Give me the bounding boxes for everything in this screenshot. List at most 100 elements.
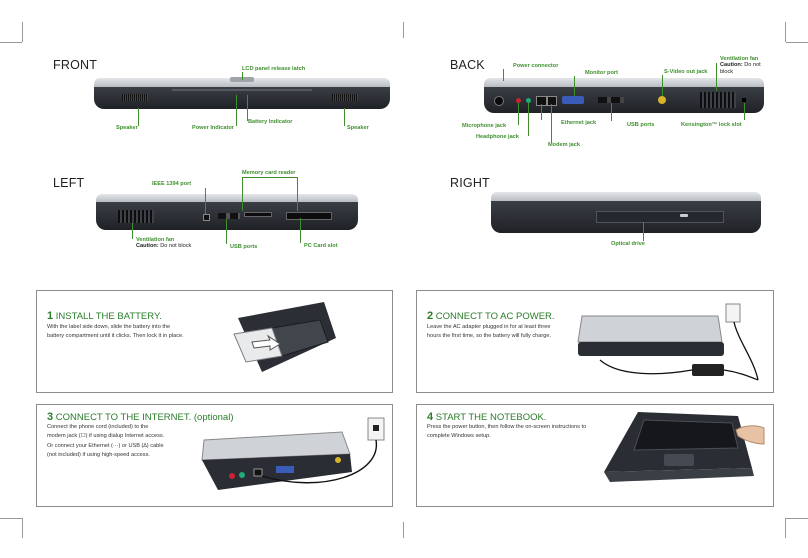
svideo-port xyxy=(658,96,666,104)
step-1-text: With the label side down, slide the batt… xyxy=(47,323,184,342)
svideo-port-icon xyxy=(335,457,341,463)
modem-port xyxy=(547,96,557,106)
laptop-base xyxy=(578,342,724,356)
leader-line xyxy=(242,177,243,211)
power-connector-port xyxy=(494,96,504,106)
section-front-title: FRONT xyxy=(53,58,98,72)
label-usb-left: USB ports xyxy=(230,244,258,250)
touchpad xyxy=(664,454,694,466)
caution-label: Caution: xyxy=(720,62,743,68)
label-kensington: Kensington™ lock slot xyxy=(681,122,742,128)
leader-line xyxy=(518,103,519,125)
section-left-title: LEFT xyxy=(53,176,85,190)
crop-mark xyxy=(786,42,808,43)
step-3-line: Or connect your Ethernet (···) or USB (∆… xyxy=(47,442,164,449)
leader-line xyxy=(574,76,575,96)
step-2-heading: CONNECT TO AC POWER. xyxy=(435,311,555,322)
step-3-number: 3 xyxy=(47,411,54,423)
speaker-grille-left xyxy=(122,94,148,101)
label-lcd-latch: LCD panel release latch xyxy=(242,66,306,72)
adapter-to-outlet xyxy=(723,369,759,381)
optical-drive-tray xyxy=(596,211,724,223)
laptop-front-base xyxy=(94,87,390,109)
step-2-line: Leave the AC adapter plugged in for at l… xyxy=(427,324,551,330)
front-indicator-strip xyxy=(172,89,312,91)
caution-text: Do not xyxy=(744,62,761,68)
mic-jack-port xyxy=(516,98,521,103)
step-3-text: Connect the phone cord (included) to the… xyxy=(47,423,164,460)
power-cord xyxy=(733,321,759,381)
vent-left-caution: Caution: Do not block xyxy=(136,243,191,250)
step-2-text: Leave the AC adapter plugged in for at l… xyxy=(427,323,551,342)
step-1-number: 1 xyxy=(47,310,54,322)
battery-install-illustration xyxy=(233,302,336,372)
arrow-icon xyxy=(251,334,281,351)
label-speaker-right: Speaker xyxy=(347,125,369,131)
monitor-port-connector xyxy=(562,96,584,104)
crop-mark xyxy=(403,522,404,538)
internet-connection-illustration xyxy=(201,417,385,490)
hand-pressing-power xyxy=(735,425,765,445)
ac-power-illustration xyxy=(577,303,759,381)
step-4-number: 4 xyxy=(427,411,434,423)
leader-line xyxy=(297,177,298,211)
leader-line xyxy=(344,108,345,126)
step-1-heading: INSTALL THE BATTERY. xyxy=(55,311,162,322)
leader-line xyxy=(226,219,227,244)
leader-line xyxy=(300,218,301,243)
label-microphone: Microphone jack xyxy=(462,123,507,129)
crop-mark xyxy=(0,42,22,43)
label-monitor-port: Monitor port xyxy=(585,70,618,76)
back-vent-grille xyxy=(700,92,736,108)
caution-label: Caution: xyxy=(136,243,159,249)
label-vent-left: Ventilation fan xyxy=(136,237,175,243)
adapter-cable xyxy=(599,359,693,375)
vent-back-caution: Caution: Do not xyxy=(720,62,761,69)
laptop-lid xyxy=(577,315,723,343)
leader-line xyxy=(503,69,504,81)
leader-line xyxy=(138,108,139,126)
pc-card-slot xyxy=(286,212,332,220)
crop-mark xyxy=(786,518,808,519)
speaker-grille-right xyxy=(332,94,358,101)
step-3-heading: CONNECT TO THE INTERNET. (optional) xyxy=(55,412,234,423)
step-4-line: Press the power button, then follow the … xyxy=(427,424,587,430)
usb-ports-back xyxy=(598,97,624,103)
laptop-right-lid xyxy=(491,192,761,201)
start-notebook-illustration xyxy=(604,412,765,482)
label-usb-back: USB ports xyxy=(627,122,655,128)
step-4-text: Press the power button, then follow the … xyxy=(427,423,586,442)
step-1-line: battery compartment until it clicks. The… xyxy=(47,333,184,340)
crop-mark xyxy=(403,22,404,38)
label-speaker-left: Speaker xyxy=(116,125,138,131)
label-svideo: S-Video out jack xyxy=(664,69,708,75)
label-vent-back: Ventilation fan xyxy=(720,56,759,62)
step-3-title: 3 CONNECT TO THE INTERNET. (optional) xyxy=(47,411,234,423)
leader-line xyxy=(541,104,542,120)
leader-line xyxy=(242,72,243,80)
ieee-1394-port xyxy=(203,214,210,221)
leader-line xyxy=(205,188,206,214)
port-icon xyxy=(239,472,245,478)
step-1-line: With the label side down, slide the batt… xyxy=(47,324,171,330)
leader-line xyxy=(662,75,663,96)
label-modem: Modem jack xyxy=(548,142,581,148)
section-right-title: RIGHT xyxy=(450,176,490,190)
port-icon xyxy=(229,473,235,479)
leader-line xyxy=(643,222,644,241)
ethernet-port-icon xyxy=(253,468,263,477)
laptop-left-lid xyxy=(96,194,358,202)
leader-line xyxy=(716,63,717,91)
vent-back-caution-cont: block xyxy=(720,69,734,75)
label-ethernet: Ethernet jack xyxy=(561,120,597,126)
leader-line xyxy=(528,103,529,136)
crop-mark xyxy=(0,518,22,519)
laptop-front-view xyxy=(94,78,390,87)
step-2-line: hours the first time, so the battery wil… xyxy=(427,333,552,340)
wall-jack-socket xyxy=(373,425,379,431)
left-vent-grille xyxy=(118,210,154,223)
headphone-jack-port xyxy=(526,98,531,103)
usb-ports-left xyxy=(218,213,240,219)
ac-adapter-brick xyxy=(692,364,724,376)
wall-outlet-icon xyxy=(725,303,741,323)
